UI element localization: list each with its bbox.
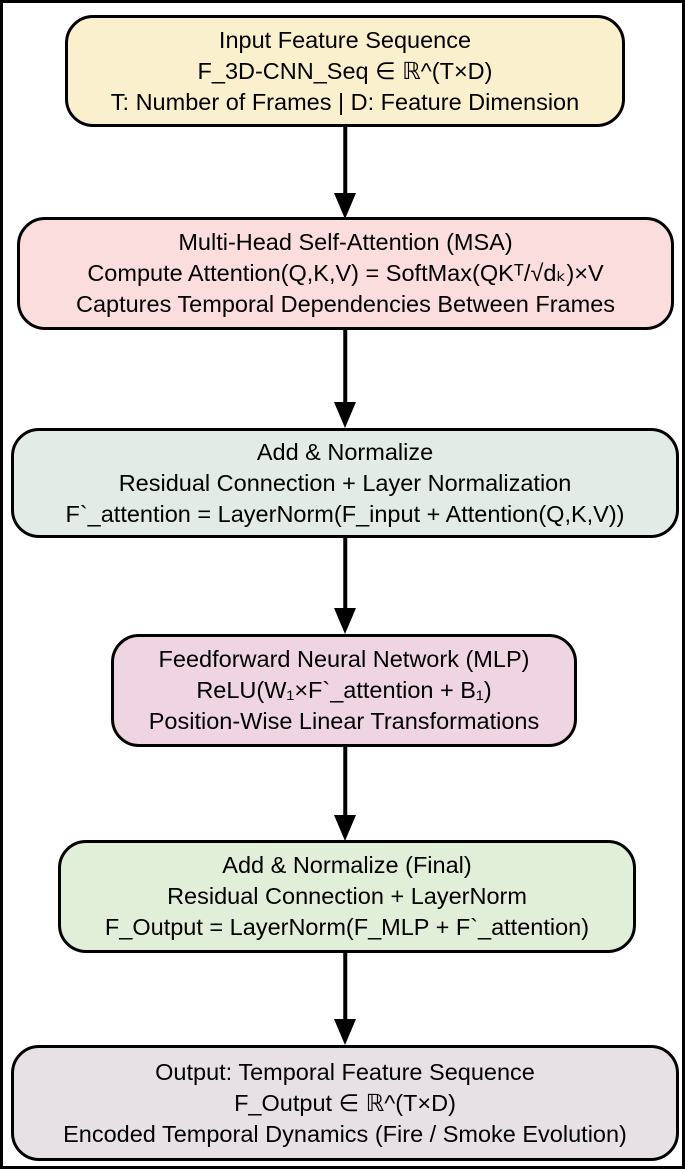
- node-line: F_Output ∈ ℝ^(T×D): [234, 1089, 456, 1116]
- node-feedforward-mlp: Feedforward Neural Network (MLP) ReLU(W₁…: [111, 634, 577, 747]
- arrow-stem: [343, 330, 347, 406]
- node-line: Compute Attention(Q,K,V) = SoftMax(QKᵀ/√…: [87, 260, 604, 286]
- arrow-stem: [343, 747, 347, 819]
- arrowhead-down-icon: [334, 1019, 356, 1045]
- flow-arrow-4: [333, 747, 357, 841]
- arrowhead-down-icon: [334, 608, 356, 634]
- arrow-stem: [343, 127, 347, 197]
- node-multi-head-self-attention: Multi-Head Self-Attention (MSA) Compute …: [17, 217, 674, 330]
- flow-arrow-5: [333, 953, 357, 1045]
- node-line: Add & Normalize (Final): [222, 852, 472, 878]
- node-line: ReLU(W₁×F`_attention + B₁): [196, 677, 492, 703]
- arrowhead-down-icon: [334, 402, 356, 428]
- flow-arrow-2: [333, 330, 357, 428]
- node-line: Feedforward Neural Network (MLP): [158, 646, 530, 672]
- arrowhead-down-icon: [334, 193, 356, 219]
- node-input-feature-sequence: Input Feature Sequence F_3D-CNN_Seq ∈ ℝ^…: [65, 15, 625, 127]
- flow-arrow-3: [333, 538, 357, 634]
- node-line: Input Feature Sequence: [218, 26, 472, 53]
- node-output-temporal-feature-sequence: Output: Temporal Feature Sequence F_Outp…: [11, 1045, 679, 1161]
- node-line: F`_attention = LayerNorm(F_input + Atten…: [65, 500, 625, 527]
- node-line: F_3D-CNN_Seq ∈ ℝ^(T×D): [197, 57, 493, 84]
- node-line: Residual Connection + LayerNorm: [167, 883, 527, 909]
- node-line: Residual Connection + Layer Normalizatio…: [118, 469, 572, 496]
- arrow-stem: [343, 538, 347, 612]
- node-line: Output: Temporal Feature Sequence: [155, 1058, 535, 1085]
- node-line: Multi-Head Self-Attention (MSA): [178, 229, 513, 255]
- node-add-normalize-final: Add & Normalize (Final) Residual Connect…: [58, 840, 636, 953]
- node-line: Position-Wise Linear Transformations: [148, 708, 540, 734]
- arrow-stem: [343, 953, 347, 1023]
- node-add-normalize: Add & Normalize Residual Connection + La…: [11, 428, 679, 538]
- arrowhead-down-icon: [334, 815, 356, 841]
- node-line: Captures Temporal Dependencies Between F…: [75, 291, 616, 317]
- node-line: T: Number of Frames | D: Feature Dimensi…: [110, 88, 580, 115]
- node-line: Add & Normalize: [256, 438, 434, 465]
- flow-arrow-1: [333, 127, 357, 219]
- node-line: Encoded Temporal Dynamics (Fire / Smoke …: [63, 1120, 627, 1147]
- node-line: F_Output = LayerNorm(F_MLP + F`_attentio…: [104, 914, 590, 940]
